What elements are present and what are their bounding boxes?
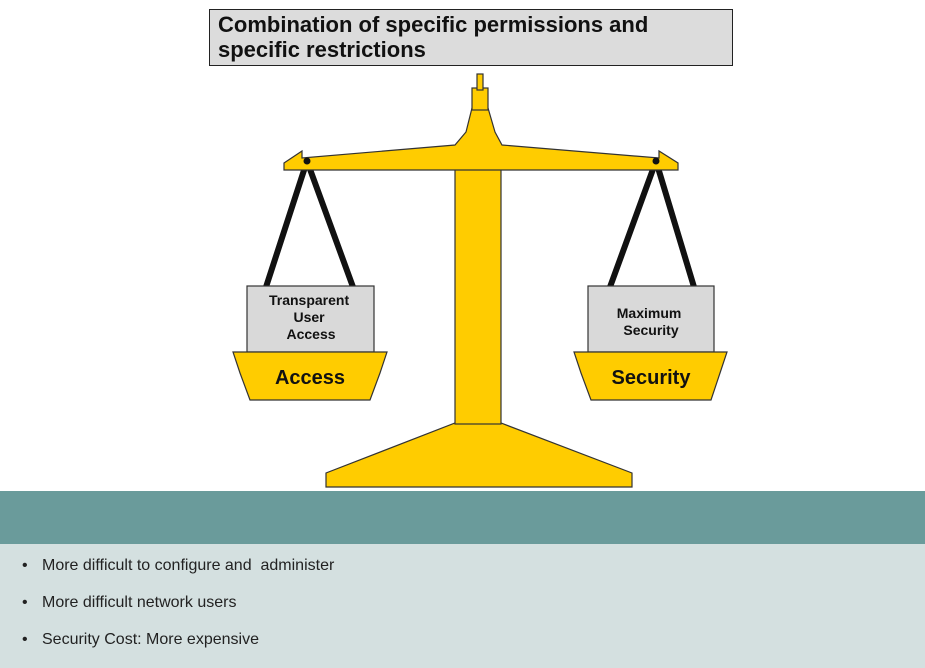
bullet-icon: •: [22, 631, 28, 648]
left-pan-label: Access: [275, 367, 345, 389]
right-weight-box: [587, 285, 715, 353]
right-box-line: Security: [623, 322, 678, 338]
left-box-line: Access: [286, 326, 335, 342]
right-chains: [607, 158, 697, 290]
diagram-title: Combination of specific permissions and …: [209, 9, 733, 66]
left-pivot: [303, 157, 311, 165]
bullet-icon: •: [22, 557, 28, 574]
svg-text:Transparent User Acces: Transparent User Access: [269, 292, 353, 342]
left-weight-box: [246, 285, 375, 353]
scale-base: [325, 422, 633, 488]
bullet-text: Security Cost: More expensive: [42, 631, 259, 648]
panel-body: • More difficult to configure and adminis…: [0, 544, 925, 668]
right-pivot: [652, 157, 660, 165]
bullet-icon: •: [22, 594, 28, 611]
bullet-text: More difficult to configure and administ…: [42, 557, 335, 574]
list-item: • More difficult network users: [22, 593, 334, 630]
right-pan-label: Security: [612, 367, 692, 389]
right-box-line: Maximum: [617, 305, 682, 321]
svg-text:Maximum Security: Maximum Security: [617, 305, 685, 338]
scale-finial: [471, 87, 489, 111]
list-item: • More difficult to configure and adminis…: [22, 556, 334, 593]
left-chains: [263, 158, 356, 290]
left-box-line: User: [293, 309, 325, 325]
scale-beam: [283, 107, 679, 171]
bullet-text: More difficult network users: [42, 594, 237, 611]
list-item: • Security Cost: More expensive: [22, 630, 334, 667]
left-pan: [232, 351, 388, 401]
panel-header: [0, 491, 925, 544]
balance-scale: Transparent User Access Access Maximum S…: [232, 73, 728, 488]
right-pan: [573, 351, 728, 401]
left-box-line: Transparent: [269, 292, 349, 308]
bullet-list: • More difficult to configure and adminis…: [22, 556, 334, 667]
scale-column: [454, 166, 502, 425]
